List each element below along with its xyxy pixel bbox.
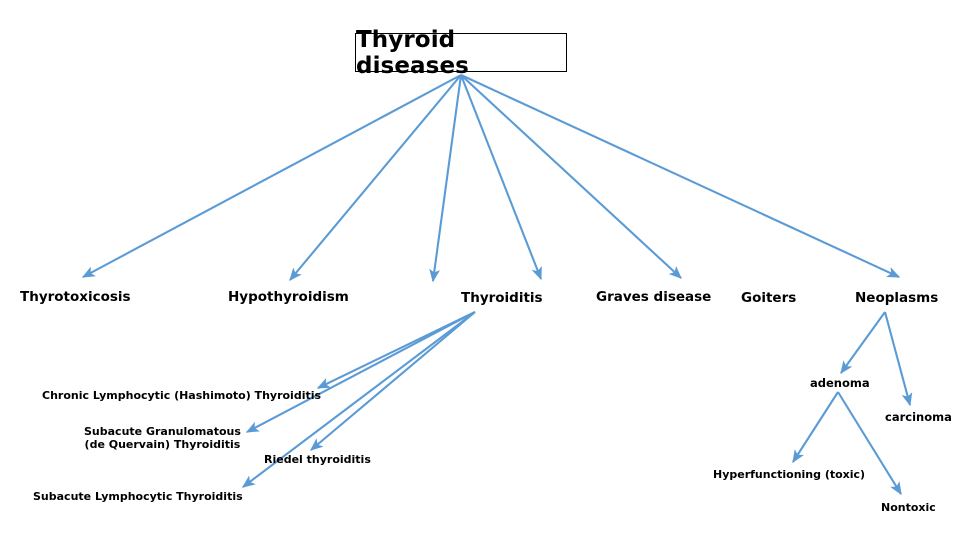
edge-adenoma-to-hyperfunctioning [792, 391, 839, 464]
edge-root-to-hypothyroidism [289, 74, 462, 281]
node-thyroiditis: Thyroiditis [461, 290, 543, 307]
node-riedel-thyroiditis: Riedel thyroiditis [264, 453, 371, 467]
edge-root-to-goiters [460, 74, 682, 279]
edge-root-to-thyrotoxicosis [81, 74, 462, 278]
node-label: Chronic Lymphocytic (Hashimoto) Thyroidi… [42, 389, 322, 402]
node-label: Nontoxic [881, 501, 936, 514]
node-label: Goiters [741, 290, 797, 306]
node-adenoma: adenoma [810, 376, 870, 390]
node-chronic-lymphocytic-hashimoto-thyroiditis: Chronic Lymphocytic (Hashimoto) Thyroidi… [42, 389, 322, 403]
node-label-line2: (de Quervain) Thyroiditis [84, 437, 241, 451]
node-subacute-granulomatous-de-quervain-thyroiditis: Subacute Granulomatous (de Quervain) Thy… [84, 425, 241, 451]
edge-thyroiditis-to-riedel [310, 311, 476, 451]
node-label: Hypothyroidism [228, 289, 349, 305]
node-label: adenoma [810, 376, 870, 390]
node-label: Neoplasms [855, 290, 939, 306]
node-neoplasms: Neoplasms [855, 290, 939, 307]
node-goiters: Goiters [741, 290, 797, 307]
edge-root-to-thyroiditis [429, 74, 463, 283]
node-hyperfunctioning-toxic: Hyperfunctioning (toxic) [713, 468, 866, 482]
edge-neoplasms-to-adenoma [840, 311, 886, 375]
node-nontoxic: Nontoxic [881, 501, 936, 515]
edge-thyroiditis-to-de-quervain [245, 311, 476, 433]
node-label: Thyrotoxicosis [20, 289, 131, 305]
node-label-line1: Subacute Granulomatous [84, 425, 241, 438]
page-title: Thyroid diseases [356, 26, 469, 79]
node-graves-disease: Graves disease [596, 289, 712, 306]
node-thyrotoxicosis: Thyrotoxicosis [20, 289, 131, 306]
node-label: Graves disease [596, 289, 712, 305]
node-label: Subacute Lymphocytic Thyroiditis [33, 490, 243, 503]
node-label: Hyperfunctioning (toxic) [713, 468, 866, 481]
node-label: Thyroiditis [461, 290, 543, 306]
node-label: Riedel thyroiditis [264, 453, 371, 466]
edge-thyroiditis-to-hashimoto [316, 311, 476, 389]
node-subacute-lymphocytic-thyroiditis: Subacute Lymphocytic Thyroiditis [33, 490, 243, 504]
node-hypothyroidism: Hypothyroidism [228, 289, 349, 306]
edge-root-to-graves-disease [460, 74, 542, 281]
root-node-box: Thyroid diseases [355, 27, 567, 79]
node-label: carcinoma [885, 410, 952, 424]
edge-neoplasms-to-carcinoma [883, 311, 913, 407]
node-carcinoma: carcinoma [885, 410, 952, 424]
edge-root-to-neoplasms [460, 74, 901, 278]
